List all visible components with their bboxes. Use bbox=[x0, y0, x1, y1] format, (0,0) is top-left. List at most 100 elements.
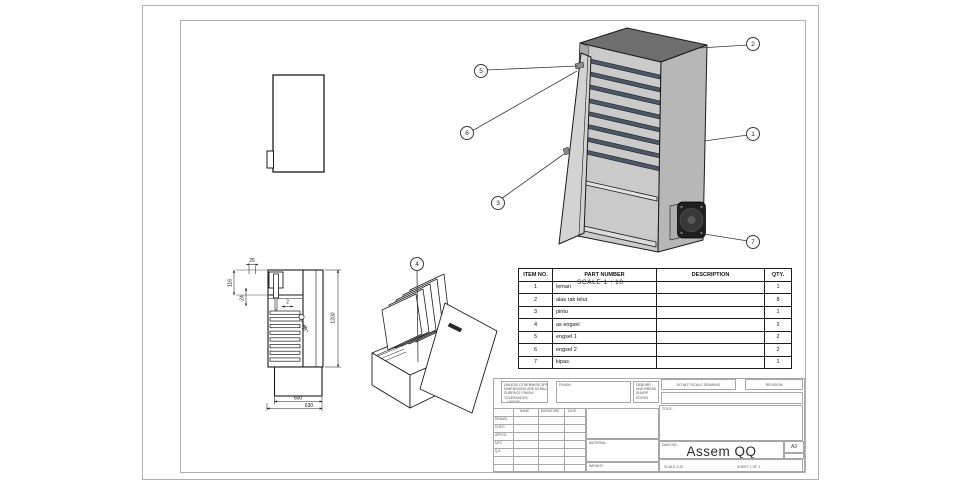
bom-cell bbox=[656, 318, 765, 332]
bom-cell bbox=[656, 330, 765, 344]
scale-sheet-box: SCALE:1:20 SHEET 1 OF 1 bbox=[659, 459, 803, 473]
balloon-2: 2 bbox=[746, 37, 760, 51]
scale-label: SCALE:1:20 bbox=[664, 465, 684, 469]
weight-label: WEIGHT: bbox=[589, 464, 604, 468]
balloon-2-number: 2 bbox=[751, 40, 755, 48]
bom-cell: 3 bbox=[518, 305, 553, 319]
bom-header-qty: QTY. bbox=[764, 268, 792, 282]
bom-cell: engsel 1 bbox=[552, 330, 657, 344]
tol-line: SURFACE FINISH: bbox=[504, 391, 534, 396]
balloon-leaders bbox=[416, 44, 749, 363]
balloon-3-number: 3 bbox=[496, 199, 500, 207]
bom-cell: 1 bbox=[518, 280, 553, 294]
bom-cell: alas rak telur bbox=[552, 293, 657, 307]
bom-cell: 6 bbox=[518, 343, 553, 357]
bom-header-desc: DESCRIPTION bbox=[656, 268, 765, 282]
revision-box: REVISION bbox=[745, 379, 803, 390]
bom-cell: 7 bbox=[518, 355, 553, 369]
weight-box: WEIGHT: bbox=[586, 462, 659, 473]
title-block: UNLESS OTHERWISE SPECIFIED: DIMENSIONS A… bbox=[493, 378, 805, 473]
bom-cell: as engsel bbox=[552, 318, 657, 332]
spare-box bbox=[586, 408, 659, 439]
bom-cell: 4 bbox=[518, 318, 553, 332]
drawing-number: Assem QQ bbox=[686, 444, 757, 459]
tolerance-note: UNLESS OTHERWISE SPECIFIED: DIMENSIONS A… bbox=[502, 382, 548, 403]
bom-header-row: ITEM NO. PART NUMBER DESCRIPTION QTY. bbox=[518, 268, 792, 282]
col-signature: SIGNATURE bbox=[541, 409, 560, 413]
bom-cell bbox=[656, 343, 765, 357]
tolerance-note-box: UNLESS OTHERWISE SPECIFIED: DIMENSIONS A… bbox=[501, 381, 548, 403]
bom-cell bbox=[656, 355, 765, 369]
title-box: TITLE: bbox=[659, 405, 803, 441]
dim-top-gap: 25 bbox=[249, 258, 255, 264]
bom-cell bbox=[656, 305, 765, 319]
dim-slot: 60 bbox=[301, 324, 309, 332]
col-name: NAME bbox=[520, 409, 530, 413]
dim-thickness: 2 bbox=[286, 300, 289, 306]
bom-cell: 2 bbox=[518, 293, 553, 307]
front-view bbox=[266, 74, 325, 173]
bom-cell: kipas bbox=[552, 355, 657, 369]
row-chkd: CHK'D bbox=[495, 425, 505, 429]
dim-overall-width: 630 bbox=[305, 403, 314, 409]
sheet-outer-border bbox=[142, 5, 819, 480]
finish-box: FINISH: bbox=[556, 381, 631, 403]
tol-line: UNLESS OTHERWISE SPECIFIED: bbox=[504, 383, 548, 387]
sheet-label: SHEET 1 OF 1 bbox=[737, 465, 761, 469]
balloon-6-number: 6 bbox=[465, 129, 469, 137]
balloon-1: 1 bbox=[746, 127, 760, 141]
bom-cell bbox=[656, 293, 765, 307]
dim-height: 1200 bbox=[331, 312, 337, 323]
bom-cell: 8 bbox=[764, 293, 792, 307]
bom-cell bbox=[656, 280, 765, 294]
dim-offset-b: 24 bbox=[240, 295, 246, 301]
title-label: TITLE: bbox=[662, 407, 673, 411]
size-box: A3 bbox=[784, 441, 804, 453]
material-label: MATERIAL: bbox=[589, 441, 608, 445]
balloon-4-number: 4 bbox=[415, 260, 419, 268]
balloon-7: 7 bbox=[746, 235, 760, 249]
bom-cell: 1 bbox=[764, 355, 792, 369]
bom-cell: engsel 2 bbox=[552, 343, 657, 357]
balloon-7-number: 7 bbox=[751, 238, 755, 246]
revision-band bbox=[661, 392, 803, 404]
bom-cell: 1 bbox=[764, 280, 792, 294]
view-scale-label: SCALE 1 : 10 bbox=[577, 279, 624, 286]
sheet-inner-border bbox=[180, 20, 806, 473]
material-box: MATERIAL: bbox=[586, 439, 659, 462]
sheet-size: A3 bbox=[790, 444, 798, 450]
row-drawn: DRAWN bbox=[495, 417, 507, 421]
dim-base-width: 600 bbox=[294, 396, 303, 402]
bom-cell: 2 bbox=[764, 343, 792, 357]
do-not-scale-box: DO NOT SCALE DRAWING bbox=[661, 379, 736, 390]
row-appvd: APPV'D bbox=[495, 433, 507, 437]
bom-cell: 2 bbox=[764, 318, 792, 332]
row-mfg: MFG bbox=[495, 441, 503, 445]
bom-cell: 5 bbox=[518, 330, 553, 344]
size-spare-box bbox=[784, 453, 804, 459]
deburr-note: DEBURR AND BREAK SHARP EDGES bbox=[636, 383, 657, 400]
bom-cell: pintu bbox=[552, 305, 657, 319]
revision-label: REVISION bbox=[765, 383, 783, 387]
tol-line: TOLERANCES: bbox=[504, 395, 529, 400]
main-isometric-view bbox=[558, 27, 708, 253]
col-date: DATE bbox=[568, 409, 577, 413]
do-not-scale-label: DO NOT SCALE DRAWING bbox=[676, 383, 721, 387]
section-view: 1200 600 630 25 116 24 2 60 bbox=[228, 258, 341, 411]
rack-exploded-view bbox=[371, 273, 498, 414]
deburr-box: DEBURR AND BREAK SHARP EDGES bbox=[633, 381, 659, 403]
tol-line: DIMENSIONS ARE IN MILLIMETERS bbox=[504, 387, 548, 392]
dwg-no-box: DWG NO. Assem QQ bbox=[659, 441, 784, 459]
balloon-1-number: 1 bbox=[751, 130, 755, 138]
tol-line: LINEAR: bbox=[507, 399, 521, 403]
row-qa: Q.A bbox=[495, 449, 501, 453]
